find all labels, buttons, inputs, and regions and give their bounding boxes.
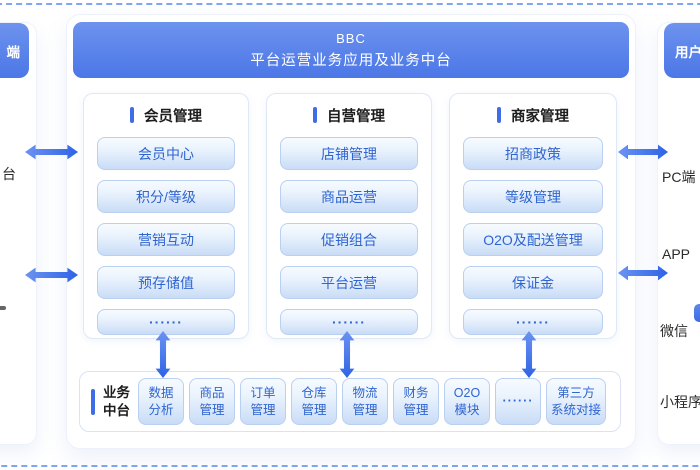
left-panel-header-label: 端 xyxy=(6,44,21,60)
node-o2o-delivery[interactable]: O2O及配送管理 xyxy=(463,223,603,256)
module-third-party-integration[interactable]: 第三方 系统对接 xyxy=(546,378,607,425)
user-panel-header-label: 用户 xyxy=(675,44,700,60)
bbc-platform-header: BBC 平台运营业务应用及业务中台 xyxy=(73,22,629,78)
title-accent-bar xyxy=(130,107,134,123)
node-promotion-combo[interactable]: 促销组合 xyxy=(280,223,418,256)
node-merchant-more[interactable]: ······ xyxy=(463,309,603,335)
user-item-app: APP xyxy=(662,246,691,262)
node-deposit[interactable]: 保证金 xyxy=(463,266,603,299)
user-panel-header: 用户 xyxy=(664,23,700,78)
bbc-title: BBC xyxy=(336,30,366,46)
self-operated-management-card: 自营管理 店铺管理 商品运营 促销组合 平台运营 ······ xyxy=(266,93,432,339)
module-data-analysis[interactable]: 数据 分析 xyxy=(138,378,184,425)
node-level-management[interactable]: 等级管理 xyxy=(463,180,603,213)
module-logistics-management[interactable]: 物流 管理 xyxy=(342,378,388,425)
node-member-center[interactable]: 会员中心 xyxy=(97,137,235,170)
left-panel-item-fragment xyxy=(0,306,6,310)
node-shop-management[interactable]: 店铺管理 xyxy=(280,137,418,170)
node-prestored-value[interactable]: 预存储值 xyxy=(97,266,235,299)
module-finance-management[interactable]: 财务 管理 xyxy=(393,378,439,425)
title-accent-bar xyxy=(497,107,501,123)
user-panel-blue-fragment xyxy=(694,304,700,322)
node-investment-policy[interactable]: 招商政策 xyxy=(463,137,603,170)
business-middle-platform-strip: 业务 中台 数据 分析 商品 管理 订单 管理 仓库 管理 物流 管理 财务 管… xyxy=(79,371,621,432)
module-order-management[interactable]: 订单 管理 xyxy=(240,378,286,425)
user-item-miniprogram: 小程序 xyxy=(660,394,700,410)
user-item-pc: PC端 xyxy=(662,169,696,185)
bbc-subtitle: 平台运营业务应用及业务中台 xyxy=(250,52,452,69)
module-o2o[interactable]: O2O 模块 xyxy=(444,378,490,425)
bmp-label: 业务 中台 xyxy=(103,384,130,418)
node-self-operated-more[interactable]: ······ xyxy=(280,309,418,335)
left-terminal-panel: 端 台 xyxy=(0,22,37,445)
dashed-boundary-frame xyxy=(0,3,700,467)
merchant-title-row: 商家管理 xyxy=(450,105,616,125)
self-operated-title-row: 自营管理 xyxy=(267,105,431,125)
left-panel-item: 台 xyxy=(2,166,16,182)
merchant-management-card: 商家管理 招商政策 等级管理 O2O及配送管理 保证金 ······ xyxy=(449,93,617,339)
member-management-title: 会员管理 xyxy=(144,108,202,125)
module-more[interactable]: ······ xyxy=(495,378,541,425)
node-marketing-interaction[interactable]: 营销互动 xyxy=(97,223,235,256)
member-management-card: 会员管理 会员中心 积分/等级 营销互动 预存储值 ······ xyxy=(83,93,249,339)
bmp-accent-bar xyxy=(91,388,95,415)
merchant-title: 商家管理 xyxy=(511,108,569,125)
node-product-operation[interactable]: 商品运营 xyxy=(280,180,418,213)
member-management-title-row: 会员管理 xyxy=(84,105,248,125)
node-points-level[interactable]: 积分/等级 xyxy=(97,180,235,213)
node-member-more[interactable]: ······ xyxy=(97,309,235,335)
node-platform-operation[interactable]: 平台运营 xyxy=(280,266,418,299)
left-panel-header: 端 xyxy=(0,23,29,78)
module-warehouse-management[interactable]: 仓库 管理 xyxy=(291,378,337,425)
bmp-label-group: 业务 中台 xyxy=(91,384,130,419)
bbc-platform-panel: BBC 平台运营业务应用及业务中台 会员管理 会员中心 积分/等级 营销互动 预… xyxy=(66,14,636,449)
self-operated-title: 自营管理 xyxy=(327,108,385,125)
module-product-management[interactable]: 商品 管理 xyxy=(189,378,235,425)
title-accent-bar xyxy=(313,107,317,123)
user-item-wechat: 微信 xyxy=(660,323,688,339)
user-terminal-panel: 用户 PC端 APP 微信 小程序 xyxy=(657,22,700,445)
